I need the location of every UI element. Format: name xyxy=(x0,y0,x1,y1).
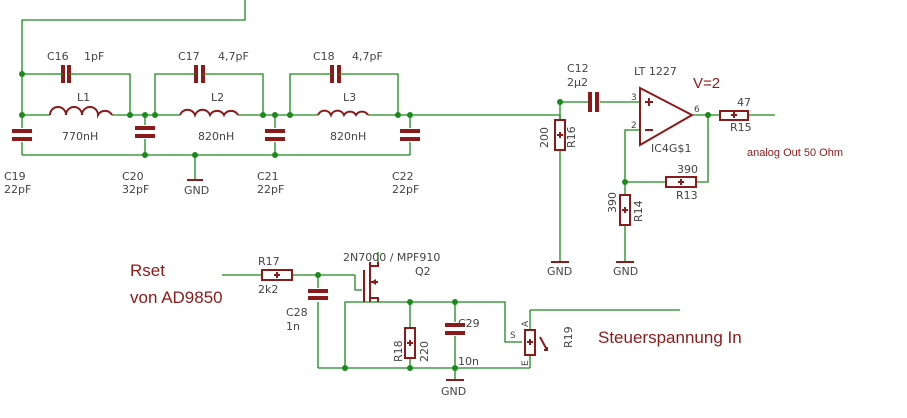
opamp-part: IC4G$1 xyxy=(651,142,691,155)
capacitor-c22 xyxy=(400,129,420,141)
c18-value: 4,7pF xyxy=(352,50,383,63)
opamp-name: LT 1227 xyxy=(634,65,677,78)
rset-label-line1: Rset xyxy=(130,261,165,280)
pin-minus-number: 2 xyxy=(631,121,637,131)
r13-value: 390 xyxy=(677,163,698,176)
r15-value: 47 xyxy=(737,96,751,109)
l1-value: 770nH xyxy=(62,130,98,143)
potentiometer-r19 xyxy=(524,329,548,356)
c12-value: 2µ2 xyxy=(567,76,588,89)
r17-name: R17 xyxy=(258,255,280,268)
r19-pin-a: A xyxy=(521,320,531,327)
q2-part-number: 2N7000 / MPF910 xyxy=(343,251,440,264)
c28-name: C28 xyxy=(286,306,308,319)
r18-value: 220 xyxy=(418,341,431,362)
capacitor-c16 xyxy=(56,65,76,83)
capacitor-c28 xyxy=(308,289,328,300)
rset-label-line2: von AD9850 xyxy=(130,288,223,307)
output-label: analog Out 50 Ohm xyxy=(747,147,843,159)
r17-value: 2k2 xyxy=(258,283,278,296)
inductor-l2 xyxy=(179,108,239,118)
opamp-lt1227 xyxy=(639,86,695,147)
labels: C16 1pF C17 4,7pF C18 4,7pF L1 770nH L2 … xyxy=(4,50,843,398)
mosfet-q2 xyxy=(363,262,379,302)
gnd-bottom-label: GND xyxy=(441,385,466,398)
r19-pin-s: S xyxy=(510,331,516,341)
c29-value: 10n xyxy=(458,355,479,368)
c28-value: 1n xyxy=(286,320,300,333)
r14-value: 390 xyxy=(606,192,619,213)
l2-name: L2 xyxy=(211,91,224,104)
l2-value: 820nH xyxy=(198,130,234,143)
inductor-l3 xyxy=(317,109,369,118)
r15-name: R15 xyxy=(730,121,752,134)
l1-name: L1 xyxy=(77,91,90,104)
c19-value: 22pF xyxy=(4,183,31,196)
l3-name: L3 xyxy=(343,91,356,104)
junctions xyxy=(19,71,711,371)
capacitor-c29 xyxy=(445,323,465,335)
pin-plus-number: 3 xyxy=(631,93,637,103)
c16-value: 1pF xyxy=(84,50,104,63)
c18-name: C18 xyxy=(313,50,335,63)
c21-value: 22pF xyxy=(257,183,284,196)
c20-name: C20 xyxy=(122,170,144,183)
c19-name: C19 xyxy=(4,170,26,183)
c22-name: C22 xyxy=(392,170,414,183)
c16-name: C16 xyxy=(47,50,69,63)
r19-name: R19 xyxy=(562,326,575,348)
resistor-r18 xyxy=(404,327,416,359)
r19-pin-e: E xyxy=(521,360,531,366)
control-voltage-label: Steuerspannung In xyxy=(598,328,742,347)
r13-name: R13 xyxy=(676,189,698,202)
r18-name: R18 xyxy=(392,340,405,362)
gnd-filter-label: GND xyxy=(184,184,209,197)
r16-name: R16 xyxy=(565,126,578,148)
r16-value: 200 xyxy=(538,127,551,148)
resistor-r14 xyxy=(619,194,631,226)
c12-name: C12 xyxy=(567,62,589,75)
capacitor-c21 xyxy=(265,129,285,141)
capacitor-c17 xyxy=(188,65,210,83)
gnd-r16-label: GND xyxy=(547,265,572,278)
l3-value: 820nH xyxy=(330,130,366,143)
c22-value: 22pF xyxy=(392,183,419,196)
capacitor-c20 xyxy=(135,126,155,138)
capacitor-c12 xyxy=(588,92,599,112)
c29-name: C29 xyxy=(458,317,480,330)
gnd-r14-label: GND xyxy=(613,265,638,278)
inductor-l1 xyxy=(49,106,113,119)
c21-name: C21 xyxy=(257,170,279,183)
pin-out-number: 6 xyxy=(694,105,700,115)
c20-value: 32pF xyxy=(122,183,149,196)
resistor-r15 xyxy=(719,110,749,121)
capacitor-c18 xyxy=(325,65,345,83)
c17-name: C17 xyxy=(178,50,200,63)
resistor-r16 xyxy=(554,119,566,151)
capacitor-c19 xyxy=(12,129,32,141)
opamp-gain: V=2 xyxy=(693,75,720,92)
resistor-r13 xyxy=(665,176,697,188)
c17-value: 4,7pF xyxy=(218,50,249,63)
r14-name: R14 xyxy=(632,200,645,222)
q2-name: Q2 xyxy=(415,265,431,278)
resistor-r17 xyxy=(261,269,293,281)
